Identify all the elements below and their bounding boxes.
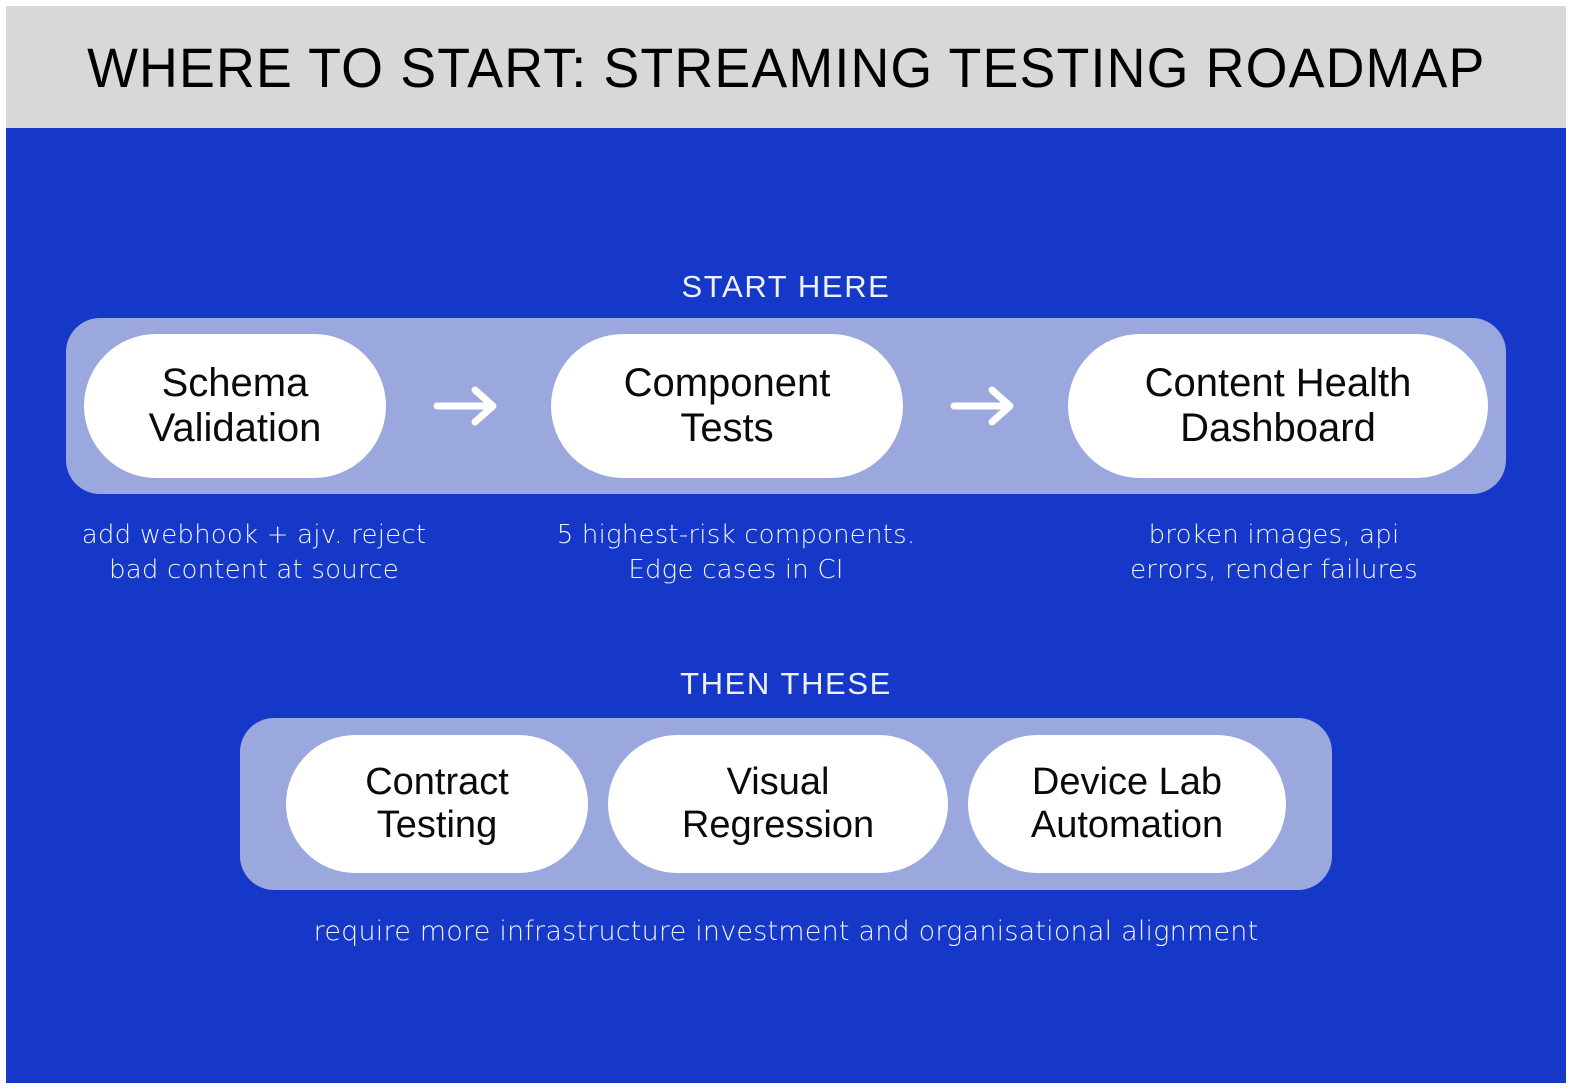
band-start-here: Schema Validation Component Tests xyxy=(66,318,1506,494)
section-label-then-these: THEN THESE xyxy=(680,666,892,701)
step-pill-content-health-dashboard[interactable]: Content Health Dashboard xyxy=(1068,334,1488,478)
pill-label: Schema Validation xyxy=(149,361,322,451)
pill-label-line2: Automation xyxy=(1030,804,1224,846)
step-pill-contract-testing[interactable]: Contract Testing xyxy=(286,735,588,873)
caption-schema-validation: add webhook + ajv. reject bad content at… xyxy=(44,518,464,588)
caption-component-tests: 5 highest-risk components. Edge cases in… xyxy=(518,518,954,588)
arrow-right-icon-2 xyxy=(903,383,1068,429)
section-label-start-here: START HERE xyxy=(681,269,891,304)
step-pill-schema-validation[interactable]: Schema Validation xyxy=(84,334,386,478)
page-title: WHERE TO START: STREAMING TESTING ROADMA… xyxy=(86,35,1486,99)
caption-then-these: require more infrastructure investment a… xyxy=(313,916,1259,947)
pill-label: Content Health Dashboard xyxy=(1145,361,1412,451)
pill-label-line2: Tests xyxy=(680,406,774,450)
header-bar: WHERE TO START: STREAMING TESTING ROADMA… xyxy=(6,6,1566,128)
pill-label: Component Tests xyxy=(624,361,831,451)
pill-label-line1: Schema xyxy=(161,360,309,405)
band-then-these: Contract Testing Visual Regression Devic… xyxy=(240,718,1332,890)
caption-line1: 5 highest-risk components. xyxy=(556,520,916,550)
step-pill-device-lab-automation[interactable]: Device Lab Automation xyxy=(968,735,1286,873)
pill-label: Device Lab Automation xyxy=(1031,761,1223,847)
pill-label-line2: Testing xyxy=(376,804,498,846)
caption-content-health-dashboard: broken images, api errors, render failur… xyxy=(1064,518,1484,588)
pill-label: Visual Regression xyxy=(682,761,874,847)
step-pill-component-tests[interactable]: Component Tests xyxy=(551,334,903,478)
caption-line2: errors, render failures xyxy=(1130,554,1418,585)
diagram-canvas: START HERE Schema Validation Component T… xyxy=(6,128,1566,1083)
step-pill-visual-regression[interactable]: Visual Regression xyxy=(608,735,948,873)
pill-label-line2: Validation xyxy=(148,406,322,450)
caption-line2: bad content at source xyxy=(109,554,399,585)
arrow-right-icon-1 xyxy=(386,383,551,429)
pill-label-line1: Content Health xyxy=(1144,360,1412,405)
pill-label-line2: Regression xyxy=(681,804,875,846)
caption-line1: broken images, api xyxy=(1148,520,1400,550)
pill-label-line1: Contract xyxy=(365,761,509,804)
caption-line2: Edge cases in CI xyxy=(628,554,844,585)
pill-label-line2: Dashboard xyxy=(1180,406,1376,450)
pill-label: Contract Testing xyxy=(365,761,509,847)
pill-label-line1: Device Lab xyxy=(1031,761,1223,804)
caption-line1: add webhook + ajv. reject xyxy=(81,520,427,550)
pill-label-line1: Component xyxy=(623,360,831,405)
pill-label-line1: Visual xyxy=(726,761,830,804)
